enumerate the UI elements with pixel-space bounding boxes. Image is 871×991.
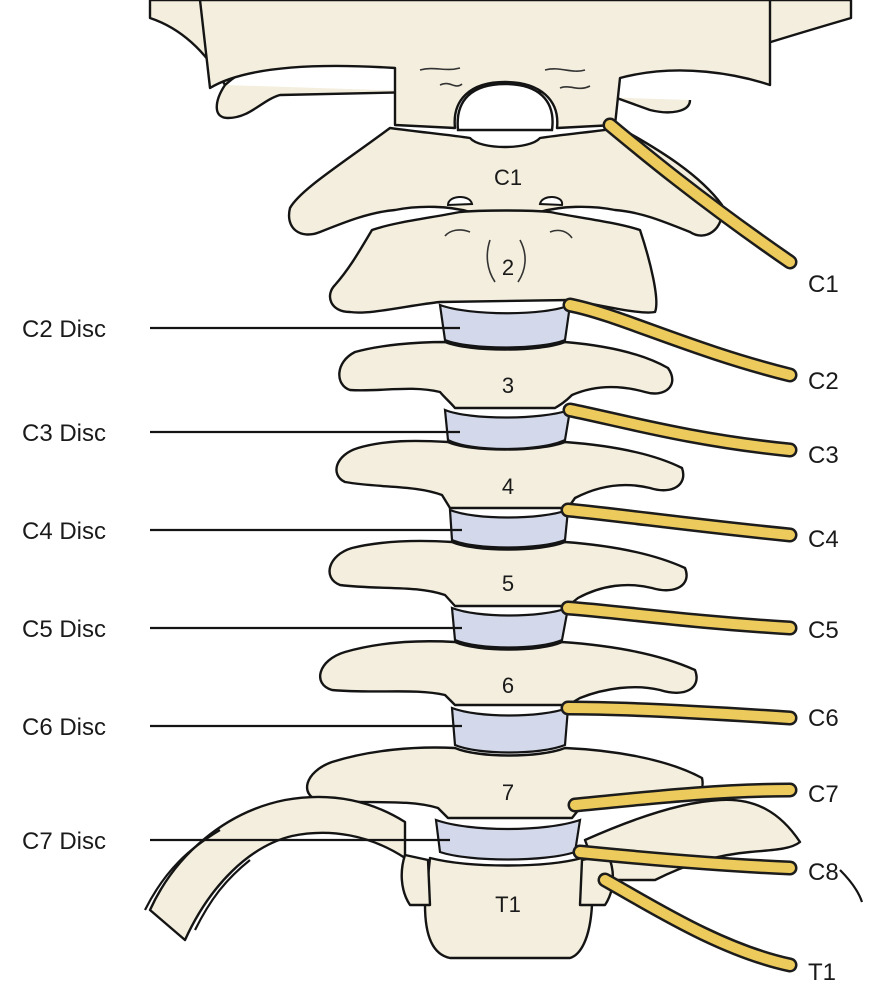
disc-c5 [452, 608, 568, 648]
disc-label-c4: C4 Disc [22, 518, 106, 545]
nerve-label-c4: C4 [808, 526, 839, 553]
disc-c3 [445, 410, 570, 449]
vertebra-label-2: 2 [502, 255, 514, 280]
nerve-label-c2: C2 [808, 368, 839, 395]
disc-c4 [450, 510, 568, 548]
nerve-label-c5: C5 [808, 617, 839, 644]
t1-left-facet [402, 855, 430, 905]
vertebra-label-c1: C1 [494, 165, 522, 190]
vertebra-label-3: 3 [502, 373, 514, 398]
nerve-label-c7: C7 [808, 781, 839, 808]
nerve-labels: C1 C2 C3 C4 C5 C6 C7 C8 T1 [808, 271, 839, 986]
nerve-label-c3: C3 [808, 442, 839, 469]
disc-c2 [440, 305, 570, 348]
vertebra-c2 [330, 211, 656, 313]
disc-label-c6: C6 Disc [22, 714, 106, 741]
rib-arc-right [840, 870, 862, 902]
nerve-label-c6: C6 [808, 705, 839, 732]
disc-c7 [436, 820, 580, 860]
vertebra-label-5: 5 [502, 571, 514, 596]
disc-labels: C2 Disc C3 Disc C4 Disc C5 Disc C6 Disc … [22, 316, 106, 855]
disc-c6 [452, 708, 568, 753]
first-rib [150, 797, 405, 940]
disc-label-c5: C5 Disc [22, 616, 106, 643]
nerve-label-t1: T1 [808, 959, 836, 986]
disc-label-c3: C3 Disc [22, 420, 106, 447]
disc-label-c7: C7 Disc [22, 828, 106, 855]
vertebra-label-4: 4 [502, 474, 514, 499]
vertebra-label-6: 6 [502, 673, 514, 698]
vertebra-label-t1: T1 [495, 892, 521, 917]
disc-label-c2: C2 Disc [22, 316, 106, 343]
nerve-label-c8: C8 [808, 859, 839, 886]
vertebra-label-7: 7 [502, 780, 514, 805]
nerve-label-c1: C1 [808, 271, 839, 298]
